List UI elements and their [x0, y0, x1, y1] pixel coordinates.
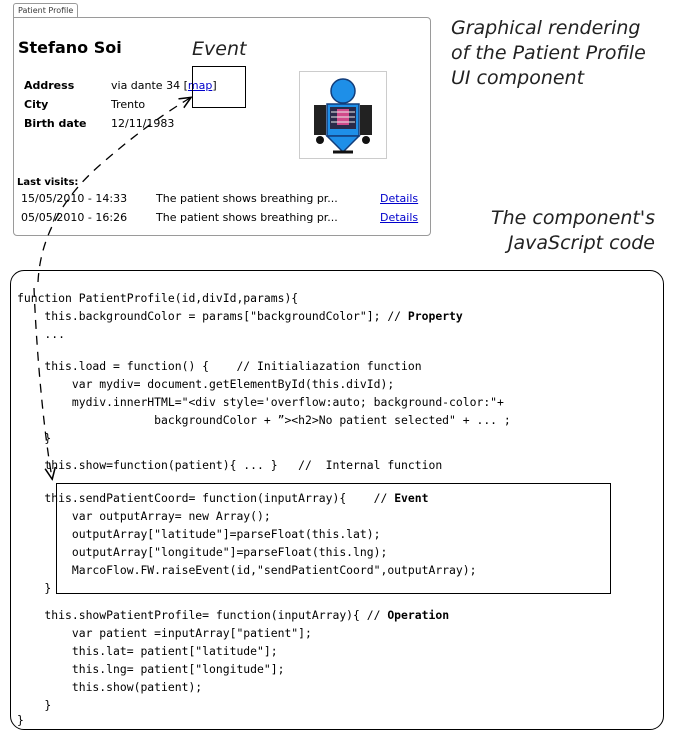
- caption-line: JavaScript code: [507, 232, 655, 254]
- operation-keyword: Operation: [387, 608, 450, 622]
- code-line: this.show=function(patient){ ... } // In…: [17, 458, 443, 472]
- patient-avatar-icon: [299, 71, 387, 159]
- code-line: outputArray["longitude"]=parseFloat(this…: [17, 545, 388, 559]
- property-keyword: Property: [407, 309, 463, 323]
- visit-date: 05/05/2010 - 16:26: [21, 211, 128, 224]
- code-line: }: [17, 713, 24, 727]
- map-link[interactable]: map: [187, 79, 213, 92]
- code-line: this.showPatientProfile= function(inputA…: [17, 608, 449, 622]
- patient-name: Stefano Soi: [18, 38, 122, 57]
- address-value: via dante 34 [map]: [111, 79, 217, 92]
- code-line: backgroundColor + ”><h2>No patient selec…: [17, 413, 511, 427]
- event-highlight-box: [192, 66, 246, 108]
- event-keyword: Event: [394, 491, 429, 505]
- visit-text: The patient shows breathing pr...: [156, 192, 338, 205]
- code-line: }: [17, 698, 52, 712]
- address-label: Address: [24, 79, 75, 92]
- last-visits-label: Last visits:: [17, 177, 79, 188]
- caption-line: The component's: [491, 207, 655, 229]
- code-line: this.sendPatientCoord= function(inputArr…: [17, 491, 428, 505]
- code-line: mydiv.innerHTML="<div style='overflow:au…: [17, 395, 504, 409]
- event-code-highlight-box: [56, 483, 611, 594]
- code-line: this.show(patient);: [17, 680, 203, 694]
- code-line: outputArray["latitude"]=parseFloat(this.…: [17, 527, 381, 541]
- code-line: this.load = function() { // Initialiazat…: [17, 359, 422, 373]
- visit-date: 15/05/2010 - 14:33: [21, 192, 128, 205]
- caption-line: Graphical rendering: [451, 17, 641, 39]
- event-annotation-label: Event: [192, 38, 247, 60]
- birth-date-value: 12/11/1983: [111, 117, 175, 130]
- code-line: var patient =inputArray["patient"];: [17, 626, 312, 640]
- details-link[interactable]: Details: [380, 211, 419, 224]
- code-line: this.backgroundColor = params["backgroun…: [17, 309, 463, 323]
- event-connector-arrow: [37, 98, 190, 283]
- caption-javascript-code: The component's JavaScript code: [491, 206, 655, 256]
- address-suffix: ]: [212, 79, 217, 92]
- patient-profile-widget: Stefano Soi Address via dante 34 [map] C…: [13, 17, 431, 236]
- code-line: var outputArray= new Array();: [17, 509, 271, 523]
- code-panel: [10, 270, 664, 730]
- code-text: this.backgroundColor = params["backgroun…: [17, 309, 408, 323]
- city-label: City: [24, 98, 49, 111]
- birth-date-label: Birth date: [24, 117, 87, 130]
- code-line: }: [17, 581, 52, 595]
- details-link[interactable]: Details: [380, 192, 419, 205]
- code-line: }: [17, 431, 52, 445]
- city-value: Trento: [111, 98, 146, 111]
- code-line: function PatientProfile(id,divId,params)…: [17, 291, 299, 305]
- caption-line: UI component: [451, 67, 585, 89]
- code-line: this.lat= patient["latitude"];: [17, 644, 278, 658]
- tab-patient-profile[interactable]: Patient Profile: [13, 3, 79, 18]
- code-text: this.showPatientProfile= function(inputA…: [17, 608, 388, 622]
- code-line: ...: [17, 327, 66, 341]
- code-line: this.lng= patient["longitude"];: [17, 662, 285, 676]
- address-text: via dante 34 [: [111, 79, 188, 92]
- visit-text: The patient shows breathing pr...: [156, 211, 338, 224]
- caption-line: of the Patient Profile: [451, 42, 646, 64]
- code-text: this.sendPatientCoord= function(inputArr…: [17, 491, 395, 505]
- caption-graphical-rendering: Graphical rendering of the Patient Profi…: [451, 16, 646, 91]
- code-line: MarcoFlow.FW.raiseEvent(id,"sendPatientC…: [17, 563, 477, 577]
- code-connector-arrow: [33, 287, 52, 478]
- code-line: var mydiv= document.getElementById(this.…: [17, 377, 395, 391]
